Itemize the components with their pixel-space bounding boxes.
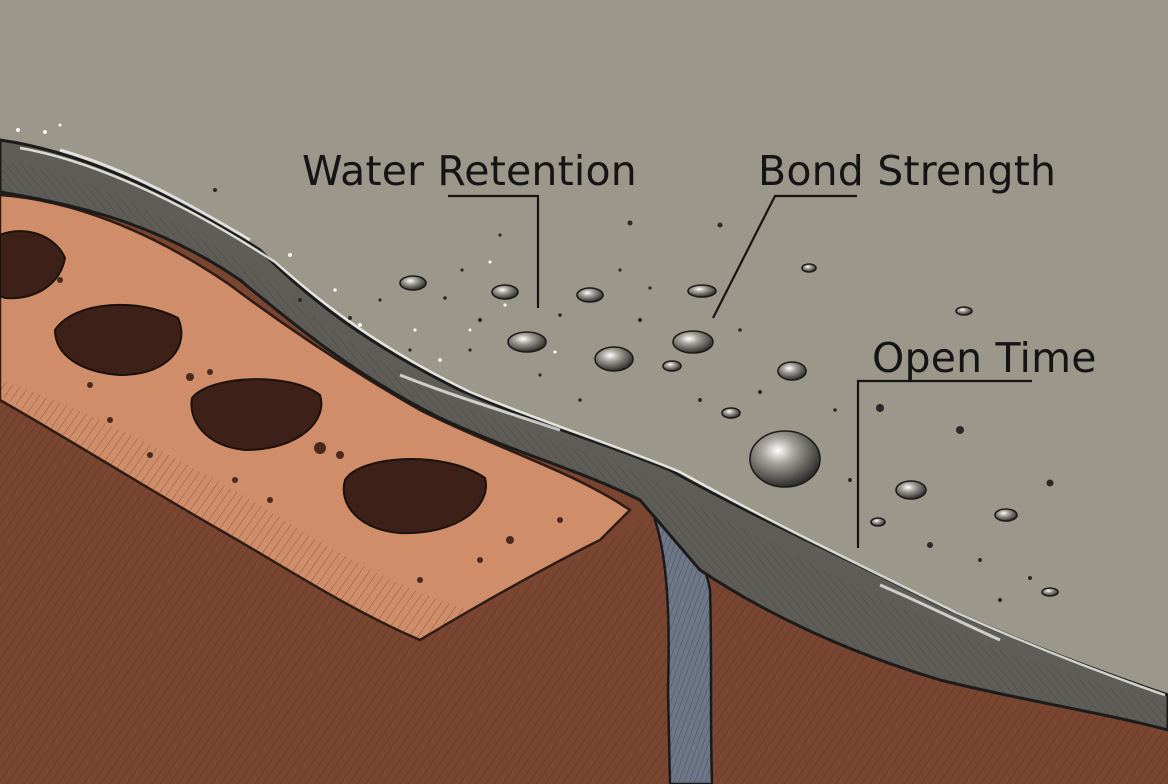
bond-strength-label: Bond Strength: [758, 147, 1057, 195]
open-time-label: Open Time: [872, 334, 1097, 382]
water-spray-highlights: [16, 123, 557, 362]
mortar-surface-highlight: [19, 146, 1166, 697]
substrate-crack-hatching: [655, 520, 712, 784]
label-leader-lines: [448, 194, 1032, 548]
water-spray-specks: [213, 188, 1054, 602]
bond-strength-leader: [712, 194, 857, 319]
substrate-pores: [0, 230, 487, 535]
water-retention-label: Water Retention: [302, 147, 637, 195]
mortar-hatching: [0, 160, 1168, 730]
open-time-leader: [856, 379, 1032, 548]
mortar-wet-sheen: [59, 148, 1001, 642]
substrate-dark-hatching: [0, 380, 1168, 784]
substrate-pore-specks: [57, 277, 563, 583]
water-droplets: [399, 263, 1059, 597]
substrate-light-hatching: [0, 380, 470, 640]
water-retention-leader: [448, 194, 540, 308]
